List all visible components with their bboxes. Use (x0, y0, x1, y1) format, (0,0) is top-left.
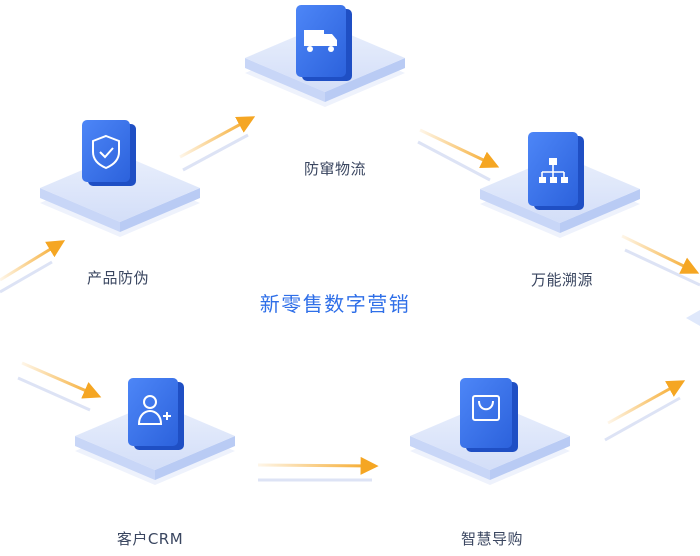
arrow-left-to-crm (17, 361, 102, 412)
arrow-shopping-guide-to-right (604, 380, 686, 442)
node-traceability (480, 132, 640, 238)
add-user-icon (137, 395, 171, 425)
truck-icon (304, 30, 337, 52)
shopping-bag-icon (472, 395, 500, 421)
node-anti-counterfeit (40, 120, 200, 237)
node-crm (75, 378, 235, 485)
arrow-anti-counterfeit-to-logistics (179, 116, 256, 172)
node-anti-channel-logistics (245, 5, 405, 107)
node-smart-shopping-guide (410, 378, 570, 485)
node-label-anti-counterfeit: 产品防伪 (86, 269, 150, 287)
shield-check-icon (92, 134, 120, 170)
arrow-crm-to-shopping-guide (257, 456, 379, 482)
node-label-traceability: 万能溯源 (530, 271, 594, 289)
arrow-traceability-to-right (621, 234, 700, 287)
hierarchy-tree-icon (539, 158, 568, 183)
node-label-crm: 客户CRM (116, 530, 184, 548)
center-title: 新零售数字营销 (259, 292, 411, 316)
arrow-left-to-anti-counterfeit (0, 240, 66, 294)
node-label-smart-shopping-guide: 智慧导购 (460, 530, 524, 548)
arrow-logistics-to-traceability (417, 128, 500, 182)
partial-node-right (686, 310, 700, 326)
node-label-anti-channel-logistics: 防窜物流 (303, 160, 367, 178)
